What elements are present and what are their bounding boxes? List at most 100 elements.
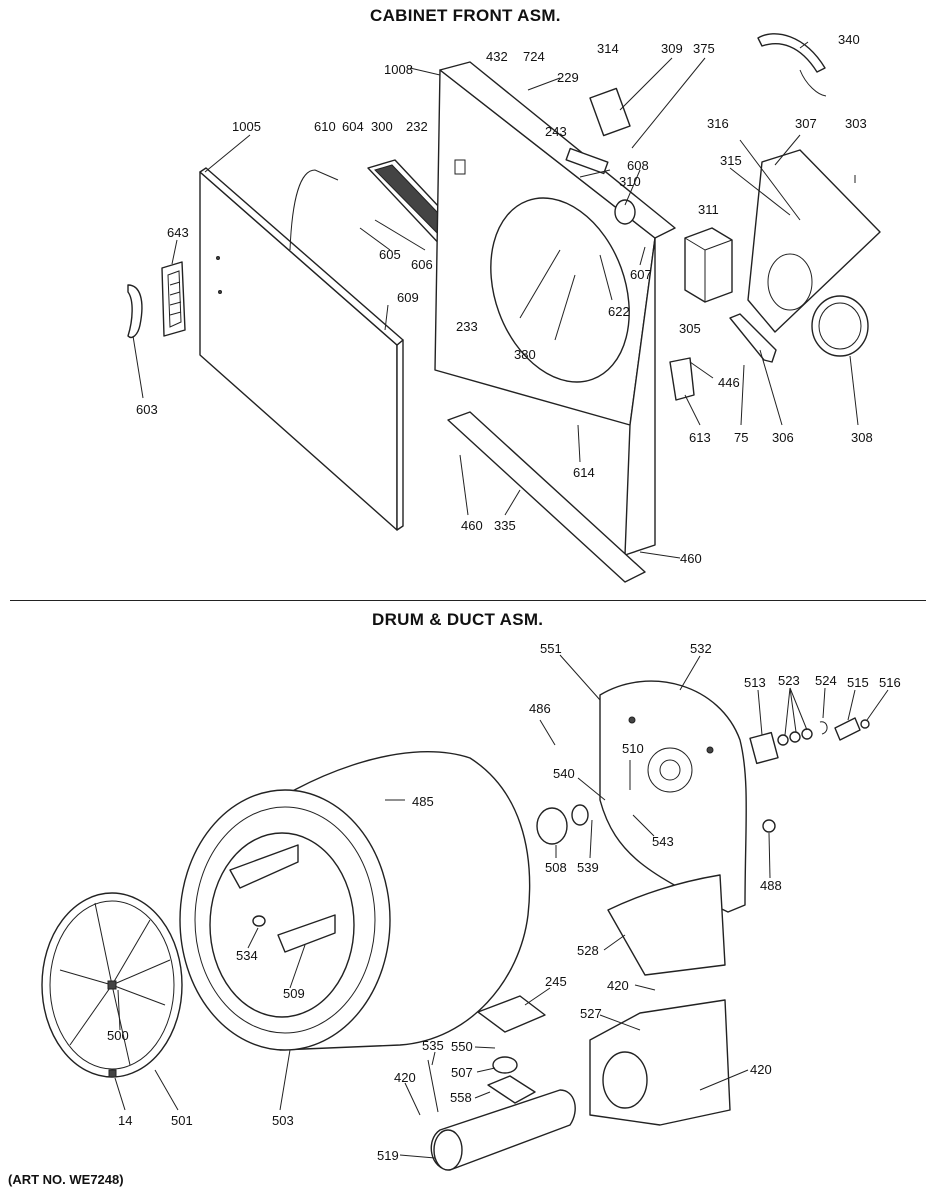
duct-ring xyxy=(811,295,869,357)
label-340: 340 xyxy=(838,32,860,47)
door-hinge xyxy=(669,357,695,401)
label-460-right: 460 xyxy=(680,551,702,566)
label-515: 515 xyxy=(847,675,869,690)
label-486: 486 xyxy=(529,701,551,716)
washer-3 xyxy=(801,728,813,740)
label-543: 543 xyxy=(652,834,674,849)
label-724: 724 xyxy=(523,49,545,64)
label-550: 550 xyxy=(451,1039,473,1054)
section-divider xyxy=(10,600,926,601)
door-switch-cable xyxy=(289,169,339,251)
label-604: 604 xyxy=(342,119,364,134)
door-panel xyxy=(199,167,404,531)
label-513: 513 xyxy=(744,675,766,690)
label-1008: 1008 xyxy=(384,62,413,77)
control-box xyxy=(684,227,733,303)
exhaust-duct-lower xyxy=(589,999,731,1126)
label-303: 303 xyxy=(845,116,867,131)
door-latch xyxy=(614,199,636,225)
label-460-left: 460 xyxy=(461,518,483,533)
label-309: 309 xyxy=(661,41,683,56)
washer-2 xyxy=(789,731,801,743)
label-507: 507 xyxy=(451,1065,473,1080)
label-446: 446 xyxy=(718,375,740,390)
label-233: 233 xyxy=(456,319,478,334)
label-503: 503 xyxy=(272,1113,294,1128)
label-315: 315 xyxy=(720,153,742,168)
label-558: 558 xyxy=(450,1090,472,1105)
ring-clip xyxy=(108,1069,117,1078)
label-528: 528 xyxy=(577,943,599,958)
heater-rod xyxy=(427,1059,439,1113)
part-labels: 1008 432 724 314 309 375 340 229 1005 61… xyxy=(107,32,901,1163)
label-1005: 1005 xyxy=(232,119,261,134)
door-strike xyxy=(565,147,609,175)
art-number: (ART NO. WE7248) xyxy=(8,1172,124,1187)
label-245: 245 xyxy=(545,974,567,989)
clip xyxy=(819,721,828,735)
label-534: 534 xyxy=(236,948,258,963)
label-606: 606 xyxy=(411,257,433,272)
cabinet-front-panel xyxy=(434,61,676,556)
label-232: 232 xyxy=(406,119,428,134)
label-523: 523 xyxy=(778,673,800,688)
rear-drum-panel xyxy=(599,680,747,913)
label-510: 510 xyxy=(622,741,644,756)
label-420-right: 420 xyxy=(750,1062,772,1077)
label-432: 432 xyxy=(486,49,508,64)
thermostat-gasket xyxy=(487,1075,536,1104)
label-508: 508 xyxy=(545,860,567,875)
label-605: 605 xyxy=(379,247,401,262)
label-311: 311 xyxy=(698,202,719,217)
label-519: 519 xyxy=(377,1148,399,1163)
label-300: 300 xyxy=(371,119,393,134)
label-310: 310 xyxy=(619,174,641,189)
label-509: 509 xyxy=(283,986,305,1001)
label-420-upper: 420 xyxy=(607,978,629,993)
heater-assembly xyxy=(430,1089,576,1171)
label-603: 603 xyxy=(136,402,158,417)
screw-516 xyxy=(860,719,870,729)
label-609: 609 xyxy=(397,290,419,305)
label-420-left: 420 xyxy=(394,1070,416,1085)
cabinet-front-heading: CABINET FRONT ASM. xyxy=(370,6,561,25)
washer-1 xyxy=(777,734,789,746)
door-seal xyxy=(161,261,186,337)
label-500: 500 xyxy=(107,1028,129,1043)
bracket-515 xyxy=(834,717,861,741)
label-516: 516 xyxy=(879,675,901,690)
label-524: 524 xyxy=(815,673,837,688)
toe-panel xyxy=(447,411,646,583)
leader-lines xyxy=(114,41,889,1159)
label-375: 375 xyxy=(693,41,715,56)
label-540: 540 xyxy=(553,766,575,781)
label-243: 243 xyxy=(545,124,567,139)
drum xyxy=(179,751,531,1051)
label-610: 610 xyxy=(314,119,336,134)
label-532: 532 xyxy=(690,641,712,656)
label-307: 307 xyxy=(795,116,817,131)
label-527: 527 xyxy=(580,1006,602,1021)
label-622: 622 xyxy=(608,304,630,319)
label-643: 643 xyxy=(167,225,189,240)
label-305: 305 xyxy=(679,321,701,336)
label-14: 14 xyxy=(118,1113,132,1128)
label-316: 316 xyxy=(707,116,729,131)
motor-mount-plate xyxy=(749,731,779,765)
label-380: 380 xyxy=(514,347,536,362)
label-229: 229 xyxy=(557,70,579,85)
drum-front-ring xyxy=(41,892,183,1078)
filter-handle xyxy=(757,33,826,73)
label-488: 488 xyxy=(760,878,782,893)
door-handle xyxy=(127,284,143,339)
label-306: 306 xyxy=(772,430,794,445)
exhaust-duct-upper xyxy=(607,874,726,976)
label-551: 551 xyxy=(540,641,562,656)
label-501: 501 xyxy=(171,1113,193,1128)
label-539: 539 xyxy=(577,860,599,875)
label-614: 614 xyxy=(573,465,595,480)
cover-plate xyxy=(477,995,546,1033)
drum-duct-heading: DRUM & DUCT ASM. xyxy=(372,610,544,629)
label-535: 535 xyxy=(422,1038,444,1053)
